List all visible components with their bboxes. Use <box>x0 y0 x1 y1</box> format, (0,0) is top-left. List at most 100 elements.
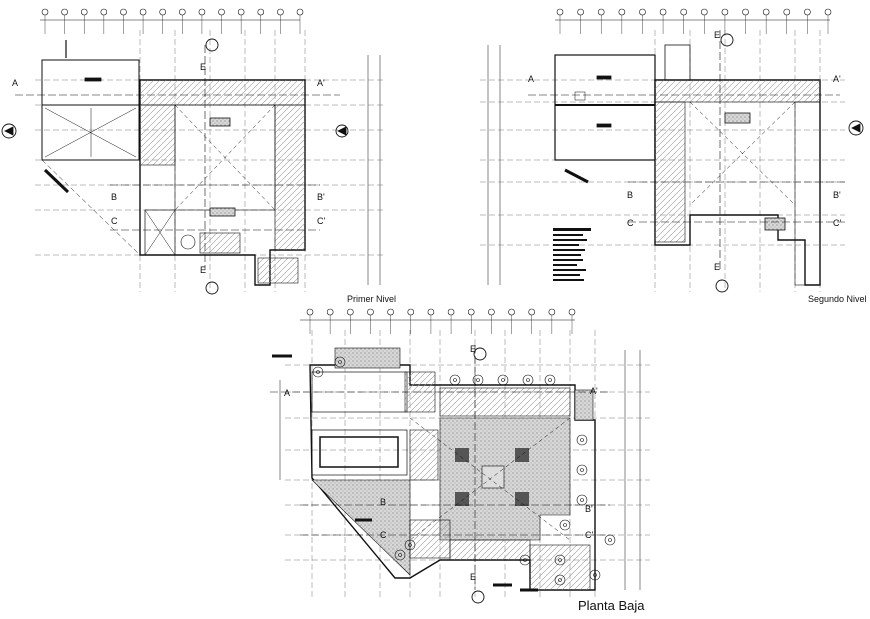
grid-bubble <box>488 308 495 316</box>
grid-bubble <box>783 8 791 16</box>
section-mark-e: E <box>200 62 206 72</box>
section-mark-a: A <box>284 388 290 398</box>
grid-bubble <box>61 8 68 16</box>
grid-bubble <box>804 8 811 16</box>
section-mark-e: E <box>714 30 720 40</box>
grid-bubble <box>508 308 515 316</box>
tree-symbol <box>404 539 416 551</box>
segundo-nivel-floor-plan <box>480 8 864 293</box>
section-mark-a-prime: A' <box>317 78 325 88</box>
tree-symbol <box>558 578 562 582</box>
grid-bubble <box>296 8 304 16</box>
grid-bubble <box>528 308 535 316</box>
grid-bubble <box>257 8 265 16</box>
section-mark-b: B <box>111 192 117 202</box>
grid-bubble <box>639 8 646 16</box>
grid-bubble <box>100 8 108 16</box>
grid-bubble <box>179 8 186 16</box>
grid-bubble <box>548 308 556 316</box>
section-mark-e: E <box>470 572 476 582</box>
tree-symbol <box>394 549 406 561</box>
grid-bubble <box>218 8 225 16</box>
grid-bubble <box>721 8 729 16</box>
tree-symbol <box>522 374 534 386</box>
tree-symbol <box>608 538 612 542</box>
section-mark-b-prime: B' <box>833 190 841 200</box>
section-mark-a: A <box>528 74 534 84</box>
section-marks: A A' B B' C C' E E A A' B B' C C' E E A … <box>12 30 841 582</box>
grid-bubble <box>427 308 435 316</box>
tree-symbol <box>554 574 566 586</box>
grid-bubble <box>237 8 245 16</box>
tree-symbol <box>338 360 342 364</box>
section-mark-e: E <box>714 262 720 272</box>
tree-symbol <box>501 378 505 382</box>
section-mark-c-prime: C' <box>585 530 593 540</box>
grid-bubble <box>41 8 49 16</box>
section-mark-c-prime: C' <box>833 218 841 228</box>
tree-symbol <box>548 378 552 382</box>
grid-bubble <box>387 308 394 316</box>
tree-symbol <box>576 434 588 446</box>
section-mark-c: C <box>111 216 118 226</box>
section-mark-a-prime: A' <box>833 74 841 84</box>
grid-bubble <box>306 308 314 316</box>
tree-symbol <box>593 573 597 577</box>
grid-bubble <box>824 8 832 16</box>
grid-bubble <box>597 8 605 16</box>
section-mark-b: B <box>627 190 633 200</box>
grid-bubble <box>347 308 354 316</box>
tree-symbol <box>519 554 531 566</box>
tree-symbol <box>604 534 616 546</box>
grid-bubble <box>80 8 88 16</box>
section-mark-a: A <box>12 78 18 88</box>
plan-title-primer-nivel: Primer Nivel <box>347 294 397 304</box>
grid-bubble <box>447 308 455 316</box>
tree-symbol <box>576 464 588 476</box>
grid-bubble <box>577 8 584 16</box>
tree-symbol <box>408 543 412 547</box>
grid-bubble <box>326 308 334 316</box>
grid-bubble <box>467 308 475 316</box>
tree-symbol <box>580 438 584 442</box>
section-mark-c: C <box>380 530 387 540</box>
grid-bubble <box>680 8 687 16</box>
tree-symbol <box>398 553 402 557</box>
tree-symbol <box>589 569 601 581</box>
grid-bubble <box>618 8 626 16</box>
tree-symbol <box>453 378 457 382</box>
grid-bubble <box>120 8 127 16</box>
planta-baja-floor-plan <box>270 308 650 604</box>
section-mark-c: C <box>627 218 634 228</box>
primer-nivel-floor-plan <box>1 8 385 295</box>
plan-title-planta-baja: Planta Baja <box>578 598 645 613</box>
tree-symbol <box>523 558 527 562</box>
grid-bubble <box>742 8 749 16</box>
section-mark-b-prime: B' <box>585 504 593 514</box>
tree-symbol <box>472 374 484 386</box>
tree-symbol <box>316 370 320 374</box>
tree-symbol <box>526 378 530 382</box>
tree-symbol <box>580 468 584 472</box>
tree-symbol <box>558 558 562 562</box>
section-mark-a-prime: A' <box>590 386 598 396</box>
section-mark-b: B <box>380 497 386 507</box>
grid-bubble <box>556 8 564 16</box>
tree-symbol <box>580 498 584 502</box>
grid-bubble <box>277 8 284 16</box>
grid-bubble <box>659 8 667 16</box>
tree-symbol <box>334 356 346 368</box>
grid-bubble <box>139 8 147 16</box>
grid-bubble <box>762 8 770 16</box>
tree-symbol <box>312 366 324 378</box>
plan-title-segundo-nivel: Segundo Nivel <box>808 294 867 304</box>
tree-symbol <box>544 374 556 386</box>
tree-symbol <box>559 519 571 531</box>
grid-bubble <box>367 308 374 316</box>
tree-symbol <box>476 378 480 382</box>
tree-symbol <box>563 523 567 527</box>
section-mark-c-prime: C' <box>317 216 325 226</box>
section-mark-e: E <box>470 344 476 354</box>
section-mark-b-prime: B' <box>317 192 325 202</box>
